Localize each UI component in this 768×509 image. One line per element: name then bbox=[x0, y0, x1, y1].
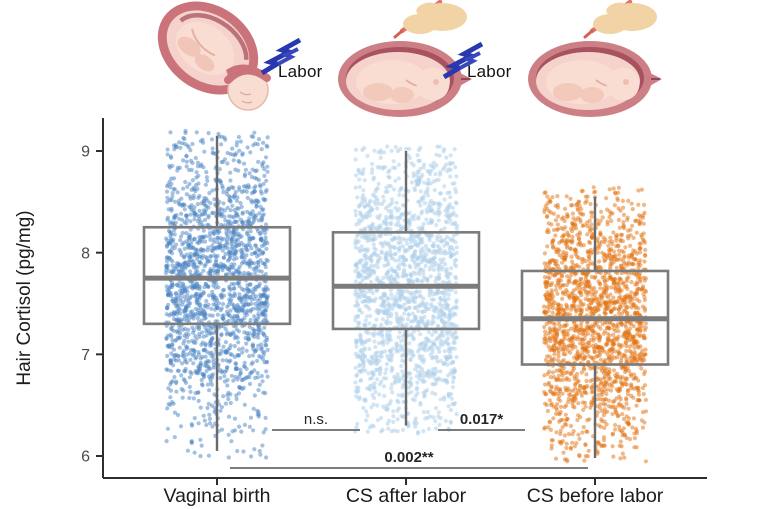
significance-n-s-: n.s. bbox=[272, 411, 360, 431]
box-vaginal-birth bbox=[142, 135, 292, 451]
fetus-cesarean-icon bbox=[338, 0, 484, 117]
significance-label: n.s. bbox=[304, 411, 328, 428]
y-tick-label: 9 bbox=[81, 144, 90, 161]
y-tick-label: 7 bbox=[81, 347, 90, 364]
fetus-vaginal-icon bbox=[157, 1, 302, 111]
box-cs-before-labor bbox=[520, 196, 670, 459]
y-axis-title: Hair Cortisol (pg/mg) bbox=[14, 210, 35, 385]
scalpel-hand-icon bbox=[583, 0, 657, 39]
significance-label: 0.002** bbox=[384, 449, 433, 466]
cs-after-labor-illustration bbox=[330, 0, 520, 125]
significance-label: 0.017* bbox=[460, 411, 504, 428]
jitter-points-cs-before-labor bbox=[541, 185, 649, 464]
vaginal-birth-illustration bbox=[148, 0, 338, 125]
x-category-label-vaginal-birth: Vaginal birth bbox=[164, 485, 271, 507]
jitter-points-vaginal-birth bbox=[163, 128, 270, 460]
lightning-bolt-icon bbox=[260, 37, 302, 76]
y-tick-label: 6 bbox=[81, 449, 90, 466]
labor-label: Labor bbox=[278, 62, 323, 81]
significance-0-002-: 0.002** bbox=[230, 449, 588, 469]
scalpel-hand-icon bbox=[393, 0, 467, 39]
significance-0-017-: 0.017* bbox=[438, 411, 525, 431]
cs-before-labor-illustration bbox=[520, 0, 710, 125]
x-category-label-cs-before-labor: CS before labor bbox=[527, 485, 664, 507]
lightning-bolt-icon bbox=[442, 41, 484, 80]
womb-icon bbox=[528, 41, 662, 117]
fetus-cesarean-icon bbox=[528, 0, 662, 117]
y-tick-label: 8 bbox=[81, 245, 90, 262]
womb-icon bbox=[338, 41, 472, 117]
labor-label: Labor bbox=[467, 62, 512, 81]
jitter-points-cs-after-labor bbox=[353, 144, 460, 436]
box-cs-after-labor bbox=[331, 151, 481, 426]
x-category-label-cs-after-labor: CS after labor bbox=[346, 485, 467, 507]
